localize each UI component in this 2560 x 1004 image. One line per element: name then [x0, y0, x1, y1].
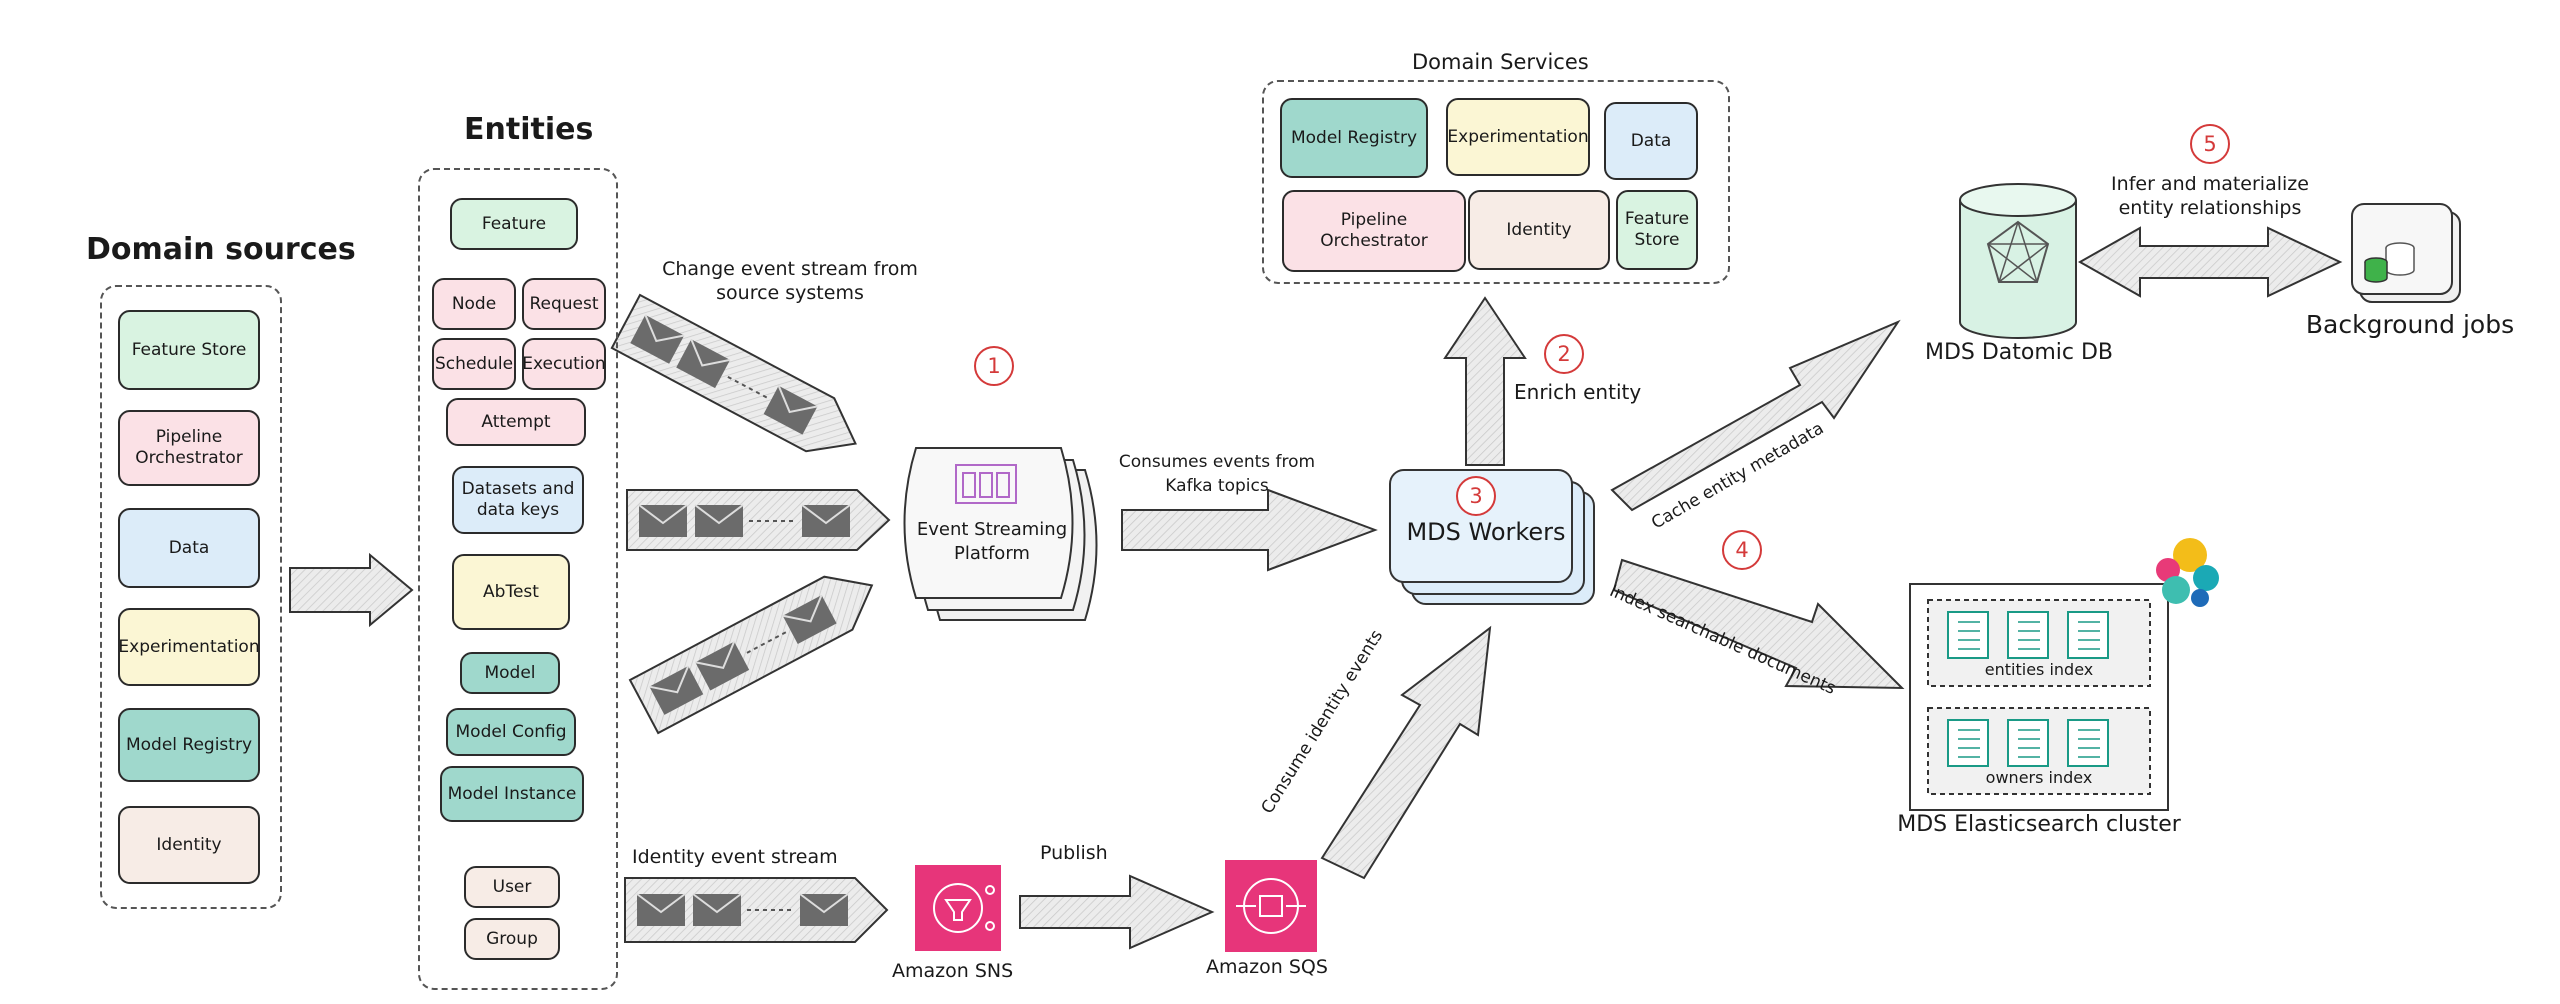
elasticsearch-cluster-label: MDS Elasticsearch cluster [1897, 812, 2181, 837]
document-icon [1947, 719, 1989, 767]
entity-request: Request [522, 278, 606, 330]
publish-label: Publish [1040, 842, 1108, 864]
amazon-sns-label: Amazon SNS [892, 960, 1014, 982]
enrich-entity-label: Enrich entity [1514, 380, 1642, 404]
source-pipeline-orchestrator: Pipeline Orchestrator [118, 410, 260, 486]
mds-workers-label: MDS Workers [1406, 518, 1566, 546]
step-5-marker: 5 [2190, 124, 2230, 164]
datomic-label: MDS Datomic DB [1924, 340, 2114, 365]
envelope-icon [763, 385, 818, 435]
domain-sources-title: Domain sources [86, 232, 356, 267]
change-stream-arrow-middle [626, 489, 891, 551]
event-platform-label: Event Streaming Platform [916, 519, 1068, 564]
domain-services-container [1262, 80, 1730, 284]
arrow-cache-to-datomic [1610, 319, 1901, 512]
mds-workers-stack [1389, 469, 1595, 605]
entities-index-label: entities index [1984, 660, 2094, 679]
change-stream-arrow-top [610, 293, 857, 453]
service-feature-store: Feature Store [1616, 190, 1698, 270]
change-stream-arrow-bottom [628, 575, 874, 735]
source-model-registry: Model Registry [118, 708, 260, 782]
identity-stream-arrow [624, 877, 889, 943]
amazon-sqs-label: Amazon SQS [1206, 956, 1328, 978]
document-icon [2067, 611, 2109, 659]
source-experimentation: Experimentation [118, 608, 260, 686]
envelope-icon [649, 666, 704, 715]
arrow-index-to-es [1612, 558, 1905, 690]
service-data: Data [1604, 102, 1698, 180]
entity-model-instance: Model Instance [440, 766, 584, 822]
envelope-icon [630, 314, 685, 364]
step-1-marker: 1 [974, 346, 1014, 386]
datomic-db-icon [1959, 183, 2077, 339]
kafka-icon [955, 464, 1017, 504]
owners-index-label: owners index [1985, 768, 2093, 787]
source-feature-store: Feature Store [118, 310, 260, 390]
envelope-icon [782, 595, 837, 645]
document-icon [2007, 719, 2049, 767]
arrow-enrich-up [1443, 296, 1527, 466]
entity-execution: Execution [522, 338, 606, 390]
change-stream-label: Change event stream from source systems [662, 258, 918, 304]
entity-schedule: Schedule [432, 338, 516, 390]
consumes-kafka-label: Consumes events from Kafka topics [1118, 452, 1316, 496]
step-3-marker: 3 [1456, 476, 1496, 516]
service-experimentation: Experimentation [1446, 98, 1590, 176]
entity-model: Model [460, 652, 560, 694]
step-2-marker: 2 [1544, 334, 1584, 374]
envelope-icon [695, 641, 750, 691]
entity-attempt: Attempt [446, 398, 586, 446]
entities-title: Entities [464, 112, 594, 147]
background-jobs-icon [2351, 203, 2461, 303]
arrow-platform-to-workers [1121, 488, 1378, 572]
entity-model-config: Model Config [446, 708, 576, 756]
service-pipeline-orchestrator: Pipeline Orchestrator [1282, 190, 1466, 272]
index-documents [1947, 611, 2109, 767]
entity-datasets-and-data-keys: Datasets and data keys [452, 466, 584, 534]
elastic-logo [2156, 538, 2219, 607]
entity-user: User [464, 866, 560, 908]
arrow-sns-to-sqs [1019, 874, 1215, 950]
source-identity: Identity [118, 806, 260, 884]
amazon-sqs-icon [1225, 860, 1317, 952]
entity-group: Group [464, 918, 560, 960]
infer-label: Infer and materialize entity relationshi… [2111, 173, 2309, 219]
amazon-sns-icon [915, 865, 1001, 951]
arrow-sources-to-entities [289, 552, 414, 628]
entity-node: Node [432, 278, 516, 330]
document-icon [1947, 611, 1989, 659]
arrow-sqs-to-workers [1320, 625, 1492, 880]
entity-feature: Feature [450, 198, 578, 250]
entities-container [418, 168, 618, 990]
envelope-icon [676, 339, 731, 389]
service-identity: Identity [1468, 190, 1610, 270]
arrow-datomic-background [2077, 226, 2343, 298]
entity-abtest: AbTest [452, 554, 570, 630]
document-icon [2007, 611, 2049, 659]
source-data: Data [118, 508, 260, 588]
event-streaming-platform [903, 447, 1098, 621]
service-model-registry: Model Registry [1280, 98, 1428, 178]
identity-stream-label: Identity event stream [632, 846, 838, 868]
domain-services-title: Domain Services [1412, 50, 1589, 74]
document-icon [2067, 719, 2109, 767]
domain-sources-container [100, 285, 282, 909]
background-jobs-label: Background jobs [2305, 310, 2515, 339]
step-4-marker: 4 [1722, 530, 1762, 570]
